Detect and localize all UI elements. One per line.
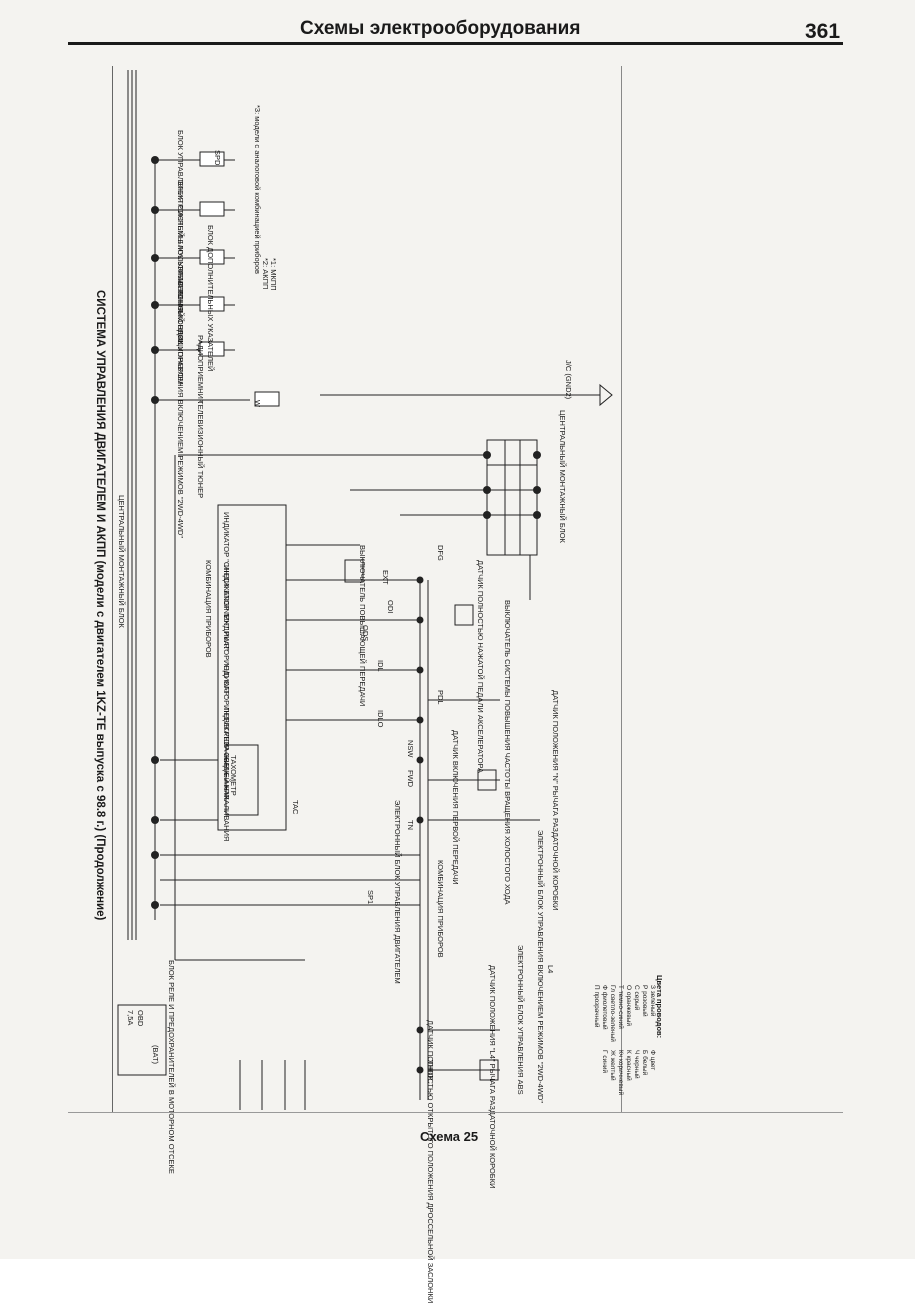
connector-dot (533, 486, 541, 494)
legend-item: Ч черный (633, 1050, 640, 1079)
component-idle-switch: ВЫКЛЮЧАТЕЛЬ СИСТЕМЫ ПОВЫШЕНИЯ ЧАСТОТЫ ВР… (503, 600, 512, 905)
pin-idlo: IDLO (376, 710, 385, 728)
pin-l4: L4 (546, 965, 555, 974)
pin-spd: SPD (213, 150, 222, 166)
junction-block (486, 439, 538, 556)
connector-dot (416, 666, 424, 674)
component-radio: РАДИОПРИЕМНИК (196, 335, 205, 404)
connector-dot (151, 816, 159, 824)
legend-item: Кч коричневый (617, 1050, 624, 1096)
connector-dot (151, 346, 159, 354)
note-3: *3: модели с аналоговой комбинацией приб… (253, 105, 262, 274)
legend-item: Т темно-синий (617, 985, 624, 1029)
pin-tac: TAC (291, 800, 300, 815)
pin-odi: ODI (386, 600, 395, 614)
legend-item: О оранжевый (625, 985, 632, 1027)
legend-item: Г синий (601, 1050, 608, 1074)
throttle-switch (479, 1059, 499, 1081)
pedal-switch (454, 604, 474, 626)
legend-item: Б белый (641, 1050, 648, 1076)
legend-item: С серый (633, 985, 640, 1011)
connector-dot (416, 576, 424, 584)
connector-dot (533, 451, 541, 459)
connector-dot (483, 451, 491, 459)
connector-dot (151, 301, 159, 309)
pin-nsw: NSW (406, 740, 415, 758)
component-engine-ecu: ЭЛЕКТРОННЫЙ БЛОК УПРАВЛЕНИЯ ДВИГАТЕЛЕМ (393, 800, 402, 984)
connector-dot (151, 851, 159, 859)
component-2wd4wd-ecu-bottom: ЭЛЕКТРОННЫЙ БЛОК УПРАВЛЕНИЯ ВКЛЮЧЕНИЕМ Р… (536, 830, 545, 1103)
pin-pdl: PDL (436, 690, 445, 705)
figure-caption: Схема 25 (420, 1129, 479, 1144)
legend-item: Ф фиолетовый (601, 985, 608, 1030)
component-pedal-sensor: ДАТЧИК ПОЛНОСТЬЮ НАЖАТОЙ ПЕДАЛИ АКСЕЛЕРА… (476, 560, 485, 774)
legend-item: Ф цвет (649, 1050, 656, 1071)
ground-symbol (599, 383, 613, 407)
page-number: 361 (805, 20, 841, 43)
connector-dot (151, 254, 159, 262)
pin-dfg: DFG (436, 545, 445, 561)
component-cluster-bottom: КОМБИНАЦИЯ ПРИБОРОВ (436, 860, 445, 958)
connector-dot (151, 156, 159, 164)
legend-item: З зеленый (649, 985, 656, 1017)
pin-ods: ODS (361, 625, 370, 642)
fuse-name: OBD (136, 1010, 145, 1027)
connector-dot (151, 901, 159, 909)
header-rule (68, 42, 843, 45)
connector-dot (151, 756, 159, 764)
connector-dot (151, 396, 159, 404)
pin-thdp: THDP (426, 1060, 435, 1081)
legend-item: Р розовый (641, 985, 648, 1017)
connector-dot (416, 816, 424, 824)
legend-item: Гл светло-зеленый (609, 985, 616, 1042)
legend-item: К красный (625, 1050, 632, 1081)
component-n-position: ДАТЧИК ПОЛОЖЕНИЯ "N" РЫЧАГА РАЗДАТОЧНОЙ … (551, 690, 560, 911)
pin-sp1: SP1 (366, 890, 375, 905)
tachometer-box (225, 744, 259, 816)
component-multiplex: БЛОК УПРАВЛЕНИЯ СИСТЕМЫ МУЛЬТИПЛЕКСНОЙ С… (176, 130, 185, 345)
component-l4-sensor: ДАТЧИК ПОЛОЖЕНИЯ "L4" РЫЧАГА РАЗДАТОЧНОЙ… (488, 965, 497, 1189)
pin-idl: IDL (376, 660, 385, 672)
central-block-right: ЦЕНТРАЛЬНЫЙ МОНТАЖНЫЙ БЛОК (558, 410, 567, 543)
wiring-diagram (117, 70, 613, 1110)
connector-dot (533, 511, 541, 519)
pin-fwd: FWD (406, 770, 415, 788)
pin-w: W (253, 400, 262, 408)
legend-title: Цвета проводов: (655, 975, 664, 1039)
component-tv-tuner: ТЕЛЕВИЗИОННЫЙ ТЮНЕР (196, 400, 205, 499)
connector-dot (416, 756, 424, 764)
fuse-bat: (BAT) (151, 1045, 160, 1065)
legend-item: Ж желтый (609, 1050, 616, 1081)
instrument-cluster-box (217, 504, 287, 831)
component-first-gear: ДАТЧИК ВКЛЮЧЕНИЯ ПЕРВОЙ ПЕРЕДАЧИ (451, 730, 460, 885)
pin-tn: TN (406, 820, 415, 830)
legend-item: П прозрачный (593, 985, 600, 1028)
diagram-frame (112, 66, 622, 1112)
footer-rule (68, 1112, 843, 1113)
central-block-title: ЦЕНТРАЛЬНЫЙ МОНТАЖНЫЙ БЛОК (117, 495, 126, 628)
overdrive-switch (344, 559, 364, 583)
connector-dot (416, 1026, 424, 1034)
note-1: *1: МКПП (269, 258, 278, 291)
component-extra-gauges: БЛОК ДОПОЛНИТЕЛЬНЫХ УКАЗАТЕЛЕЙ (206, 225, 215, 372)
connector-dot (416, 616, 424, 624)
connector-dot (483, 486, 491, 494)
connector-dot (416, 1066, 424, 1074)
instrument-cluster-label: КОМБИНАЦИЯ ПРИБОРОВ (204, 560, 213, 658)
component-relay-box: БЛОК РЕЛЕ И ПРЕДОХРАНИТЕЛЕЙ В МОТОРНОМ О… (167, 960, 176, 1174)
note-2: *2: АКПП (261, 258, 270, 290)
first-gear-switch (477, 769, 497, 791)
fuse-box (117, 1004, 167, 1076)
ground-label: J/C (GND2) (564, 360, 573, 400)
component-abs-ecu: ЭЛЕКТРОННЫЙ БЛОК УПРАВЛЕНИЯ ABS (516, 945, 525, 1095)
diagram-title: СИСТЕМА УПРАВЛЕНИЯ ДВИГАТЕЛЕМ И АКПП (мо… (94, 290, 106, 921)
fuse-rating: 7,5A (126, 1010, 135, 1026)
page-title: Схемы электрооборудования (300, 18, 581, 39)
connector-dot (416, 716, 424, 724)
connector-dot (483, 511, 491, 519)
pin-ext: EXT (381, 570, 390, 585)
indicator-glow: ИНДИКАТОР СВЕЧЕЙ НАКАЛИВАНИЯ (222, 705, 231, 842)
connector-dot (151, 206, 159, 214)
